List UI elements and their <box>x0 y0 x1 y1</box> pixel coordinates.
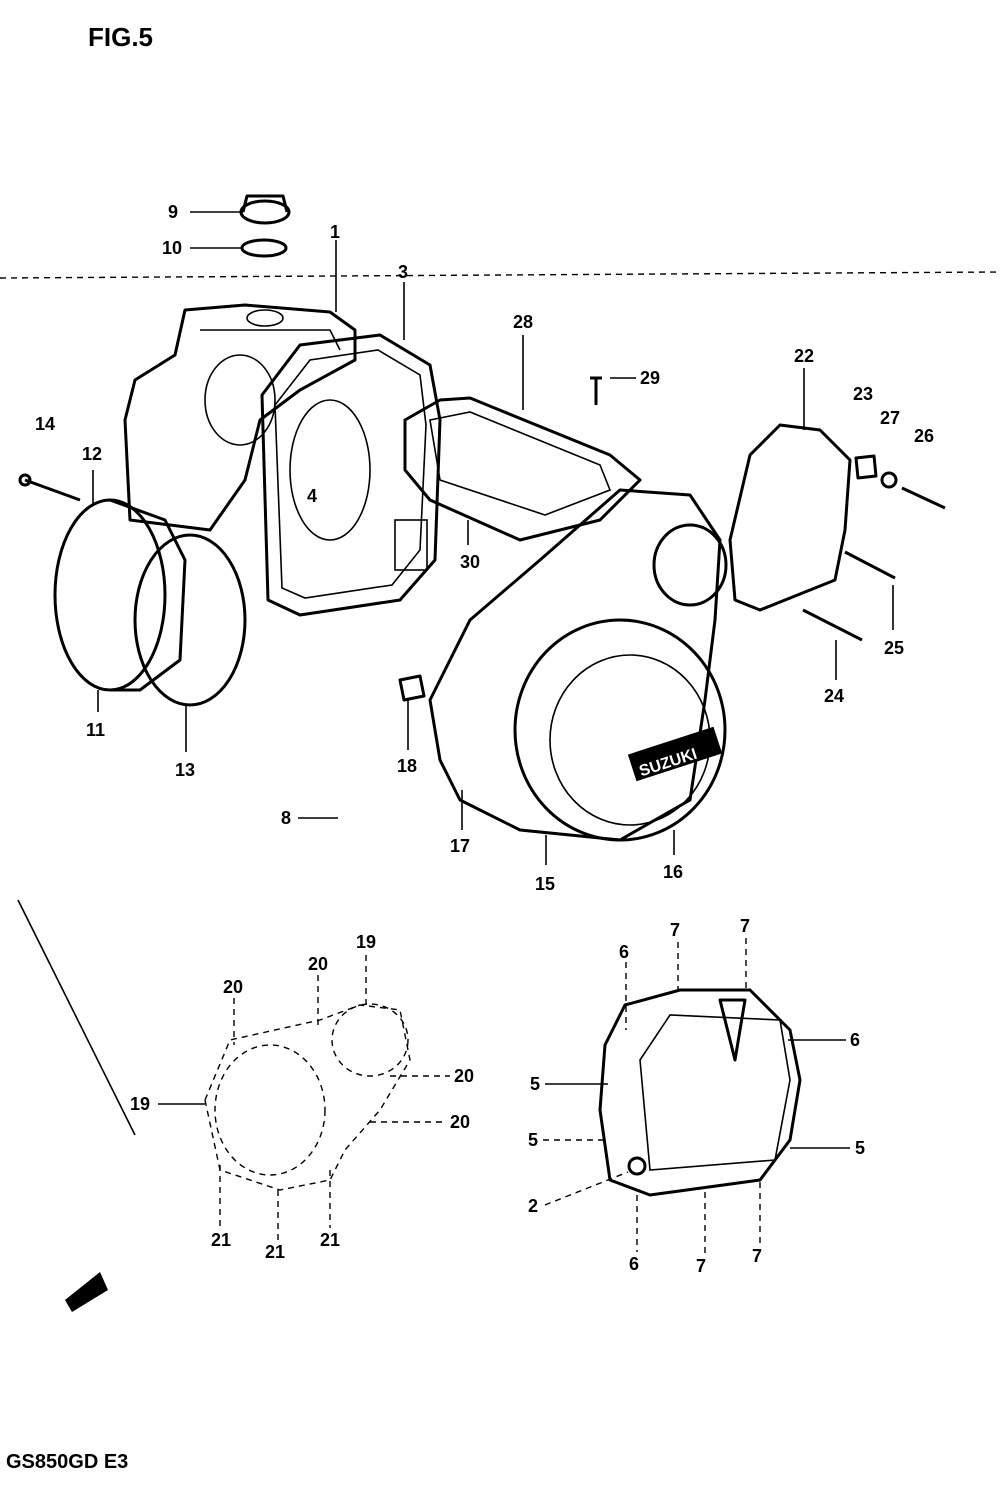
label-part-26: 26 <box>914 426 934 446</box>
label-part-14: 14 <box>35 414 55 434</box>
front-arrow-icon <box>65 1272 108 1312</box>
lower-leader-lines <box>158 938 850 1255</box>
label-part-17: 17 <box>450 836 470 856</box>
label-part-4: 4 <box>307 486 317 506</box>
part-labels: 9 10 1 3 28 29 22 23 27 26 14 12 4 30 25… <box>35 202 934 1276</box>
dowel-23 <box>854 454 878 480</box>
label-part-25: 25 <box>884 638 904 658</box>
label-part-15: 15 <box>535 874 555 894</box>
label-part-19-left: 19 <box>130 1094 150 1114</box>
label-part-8: 8 <box>281 808 291 828</box>
model-code: GS850GD E3 <box>6 1451 128 1473</box>
crankcase-cover <box>123 303 357 532</box>
starter-cover <box>53 498 187 692</box>
label-part-6-top: 6 <box>619 942 629 962</box>
label-part-7-top-left: 7 <box>670 920 680 940</box>
clutch-cover <box>403 396 642 542</box>
label-part-16: 16 <box>663 862 683 882</box>
label-part-7-top-right: 7 <box>740 916 750 936</box>
figure-title: FIG.5 <box>88 22 153 52</box>
reference-line <box>0 271 1000 279</box>
label-part-5-lower: 5 <box>528 1130 538 1150</box>
label-part-6-right: 6 <box>850 1030 860 1050</box>
oil-filler-cap <box>239 194 291 225</box>
label-part-24: 24 <box>824 686 844 706</box>
label-part-5-right: 5 <box>855 1138 865 1158</box>
label-part-28: 28 <box>513 312 533 332</box>
label-part-2: 2 <box>528 1196 538 1216</box>
dowel-18 <box>398 674 426 702</box>
label-part-11: 11 <box>86 720 105 740</box>
bolt-14 <box>24 478 81 502</box>
generator-cover: SUZUKI <box>428 488 728 842</box>
bolt-26 <box>901 486 946 510</box>
label-part-3: 3 <box>398 262 408 282</box>
label-part-30: 30 <box>460 552 480 572</box>
label-part-29: 29 <box>640 368 660 388</box>
label-part-9: 9 <box>168 202 178 222</box>
scan-artifact-line <box>17 899 136 1136</box>
label-part-19-top: 19 <box>356 932 376 952</box>
label-part-20-left: 20 <box>223 977 243 997</box>
label-part-6-bottom: 6 <box>629 1254 639 1274</box>
clutch-cover-gasket <box>204 1003 411 1191</box>
label-part-7-bottom-left: 7 <box>696 1256 706 1276</box>
label-part-21-left: 21 <box>211 1230 231 1250</box>
bolt-24 <box>802 608 863 642</box>
label-part-12: 12 <box>82 444 102 464</box>
label-part-22: 22 <box>794 346 814 366</box>
label-part-7-bottom-right: 7 <box>752 1246 762 1266</box>
label-part-10: 10 <box>162 238 182 258</box>
label-part-21-right: 21 <box>320 1230 340 1250</box>
label-part-18: 18 <box>397 756 417 776</box>
label-part-21-middle: 21 <box>265 1242 285 1262</box>
washer-27 <box>880 471 898 489</box>
label-part-27: 27 <box>880 408 900 428</box>
label-part-23: 23 <box>853 384 873 404</box>
label-part-5-upper: 5 <box>530 1074 540 1094</box>
screw-29 <box>590 376 602 405</box>
starter-gasket <box>133 533 247 707</box>
bolt-25 <box>844 550 896 580</box>
label-part-20-right-lower: 20 <box>450 1112 470 1132</box>
label-part-20-top: 20 <box>308 954 328 974</box>
generator-cover-gasket <box>598 988 802 1197</box>
label-part-1: 1 <box>330 222 340 242</box>
cover-gasket <box>260 333 442 617</box>
leader-lines <box>92 211 894 865</box>
o-ring <box>240 238 288 258</box>
label-part-13: 13 <box>175 760 195 780</box>
signal-cover <box>728 423 852 612</box>
label-part-20-right-upper: 20 <box>454 1066 474 1086</box>
